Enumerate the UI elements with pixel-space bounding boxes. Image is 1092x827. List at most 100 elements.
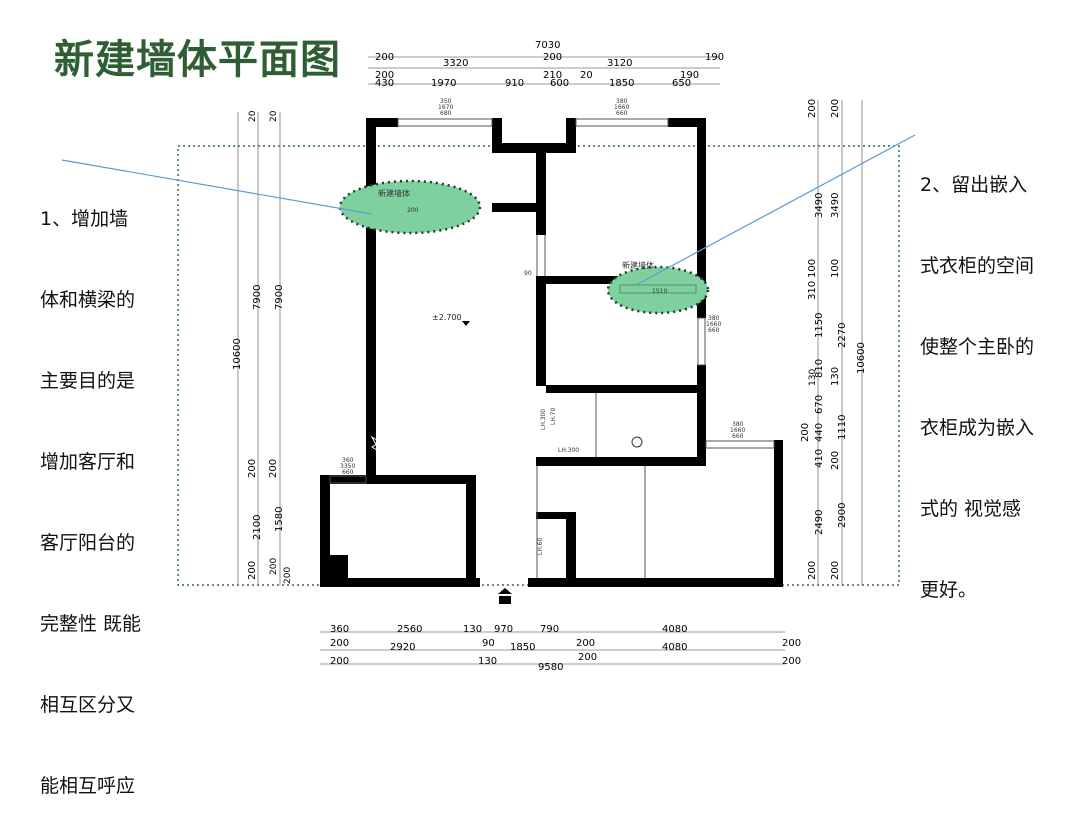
window-tag: 360	[342, 457, 354, 464]
window-tag: 660	[616, 110, 628, 117]
new-wall-highlight-1	[338, 179, 482, 235]
small-label: LH.60	[537, 538, 544, 555]
window-tag: 380	[708, 315, 720, 322]
dim-label: 200	[247, 561, 258, 580]
dim-label: 1150	[814, 313, 825, 338]
dim-label: 130	[830, 367, 841, 386]
window-tag: 680	[440, 110, 452, 117]
wall	[697, 365, 706, 465]
note-line: 能相互呼应	[40, 775, 136, 797]
wall	[566, 512, 576, 587]
dim-label: 600	[550, 78, 569, 89]
dim-label: 1580	[274, 507, 285, 532]
note-line: 式的 视觉感	[920, 498, 1022, 520]
wall	[320, 578, 480, 587]
wall	[536, 276, 546, 386]
note-line: 1、增加墙	[40, 208, 129, 230]
level-mark: ±2.700	[432, 313, 462, 322]
wall	[366, 118, 376, 480]
dim-label: 130	[808, 369, 818, 386]
small-label: LH.70	[550, 408, 557, 425]
dim-label: 7900	[252, 285, 263, 310]
note-line: 完整性 既能	[40, 613, 142, 635]
arrow-line-1	[61, 159, 373, 215]
dim-label: 7030	[535, 40, 560, 51]
dim-label: 910	[505, 78, 524, 89]
dim-label: 310	[807, 281, 818, 300]
dim-label: 200	[782, 656, 801, 667]
wall	[320, 475, 476, 484]
window-tag: 1670	[438, 104, 453, 111]
entrance-icon	[498, 588, 512, 594]
dim-label: 190	[680, 70, 699, 81]
dim-label: 200	[807, 99, 818, 118]
window-tag: 660	[342, 469, 354, 476]
dim-label: 200	[330, 638, 349, 649]
dim-label: 7900	[274, 285, 285, 310]
dimension-lines	[237, 56, 863, 665]
dim-label: 3490	[814, 193, 825, 218]
wall	[546, 385, 702, 393]
wall	[536, 457, 706, 466]
note-line: 体和横梁的	[40, 289, 136, 311]
wall	[528, 578, 782, 587]
dim-label: 130	[478, 656, 497, 667]
window	[329, 475, 367, 484]
wall	[492, 203, 544, 212]
drain-icon	[370, 435, 382, 454]
new-wall-label: 新建墙体	[622, 260, 654, 270]
window-tag: 660	[732, 433, 744, 440]
dim-label: 3490	[830, 193, 841, 218]
window-tag: 350	[440, 98, 452, 105]
small-label: LH.300	[558, 447, 579, 454]
dim-label: 200	[269, 558, 279, 575]
window-tag: 3350	[340, 463, 355, 470]
wall	[536, 153, 546, 235]
dim-label: 200	[375, 70, 394, 81]
dim-label: 200	[830, 451, 841, 470]
window	[397, 118, 493, 127]
windows	[329, 118, 775, 578]
floor-plan: 新建墙体 新建墙体 ±2.700 7030 200 3320 200 3120 …	[61, 40, 916, 673]
small-label: 90	[524, 270, 532, 277]
dim-label: 200	[782, 638, 801, 649]
dim-label: 1970	[431, 78, 456, 89]
dim-label: 200	[807, 561, 818, 580]
dim-label: 3320	[443, 58, 468, 69]
dim-label: 200	[578, 652, 597, 663]
dim-label: 810	[814, 359, 825, 378]
dim-label: 2900	[837, 503, 848, 528]
wall	[697, 118, 706, 318]
wall	[366, 118, 398, 127]
dim-label: 970	[494, 624, 513, 635]
dim-label: 200	[830, 99, 841, 118]
walls	[320, 118, 783, 587]
wall	[492, 118, 502, 153]
annotation-arrows	[61, 134, 916, 286]
dim-label: 1850	[609, 78, 634, 89]
window-tag: 660	[708, 327, 720, 334]
wall	[536, 512, 576, 519]
dim-label: 100	[830, 259, 841, 278]
dim-label: 360	[330, 624, 349, 635]
note-line: 相互区分又	[40, 694, 136, 716]
small-label: LH.300	[540, 409, 547, 430]
dim-label: 130	[463, 624, 482, 635]
dim-label: 4080	[662, 624, 687, 635]
dim-label: 90	[482, 638, 495, 649]
dim-label: 200	[543, 52, 562, 63]
dim-label: 2490	[814, 510, 825, 535]
dim-label: 410	[814, 449, 825, 468]
dim-label: 650	[672, 78, 691, 89]
wall	[774, 440, 783, 587]
note-line: 衣柜成为嵌入	[920, 417, 1035, 439]
wall	[492, 143, 576, 153]
window	[575, 118, 669, 127]
dim-label: 200	[576, 638, 595, 649]
dim-label: 210	[543, 70, 562, 81]
dim-label: 10600	[856, 342, 867, 374]
dim-label: 2100	[252, 515, 263, 540]
dim-label: 4080	[662, 642, 687, 653]
note-line: 增加客厅和	[40, 451, 136, 473]
wall	[466, 475, 476, 585]
